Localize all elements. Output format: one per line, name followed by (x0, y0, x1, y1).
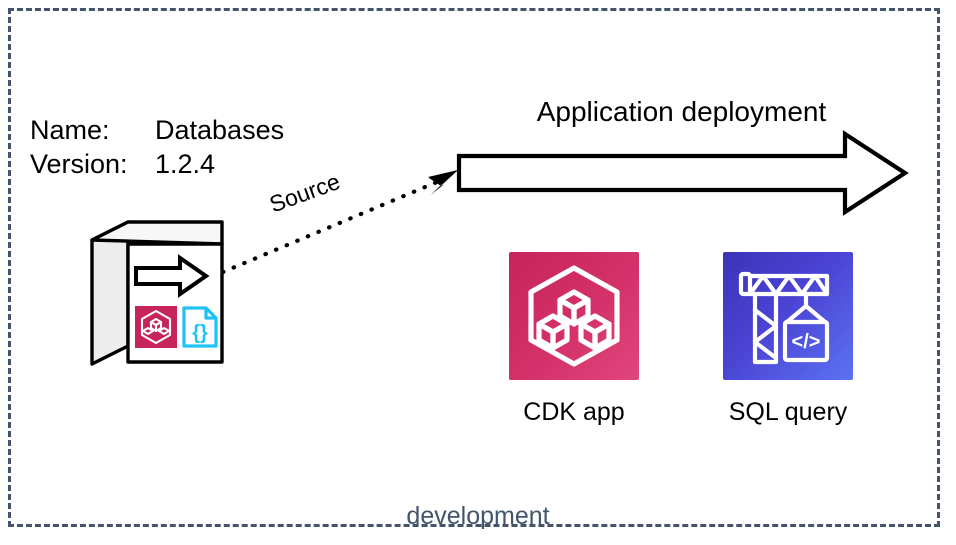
metadata-row-name: Name: Databases (30, 113, 284, 147)
svg-text:</>: </> (792, 331, 821, 353)
source-arrow-icon (215, 160, 470, 280)
deployment-title: Application deployment (536, 96, 827, 127)
package-metadata: Name: Databases Version: 1.2.4 (30, 113, 284, 181)
cdk-app-caption: CDK app (523, 398, 625, 426)
package-box-icon: {} (88, 218, 240, 368)
aws-cdk-icon[interactable] (509, 252, 639, 380)
environment-label: development (406, 502, 550, 530)
sql-query-caption: SQL query (728, 398, 848, 426)
metadata-key-version: Version: (30, 149, 128, 179)
application-deployment-arrow (455, 128, 910, 218)
metadata-key-name: Name: (30, 115, 110, 145)
environment-boundary (8, 8, 940, 527)
metadata-value-name: Databases (155, 115, 285, 145)
metadata-row-version: Version: 1.2.4 (30, 147, 284, 181)
metadata-value-version: 1.2.4 (155, 149, 216, 179)
crane-code-icon[interactable]: </> (723, 252, 853, 380)
svg-text:{}: {} (192, 322, 208, 344)
